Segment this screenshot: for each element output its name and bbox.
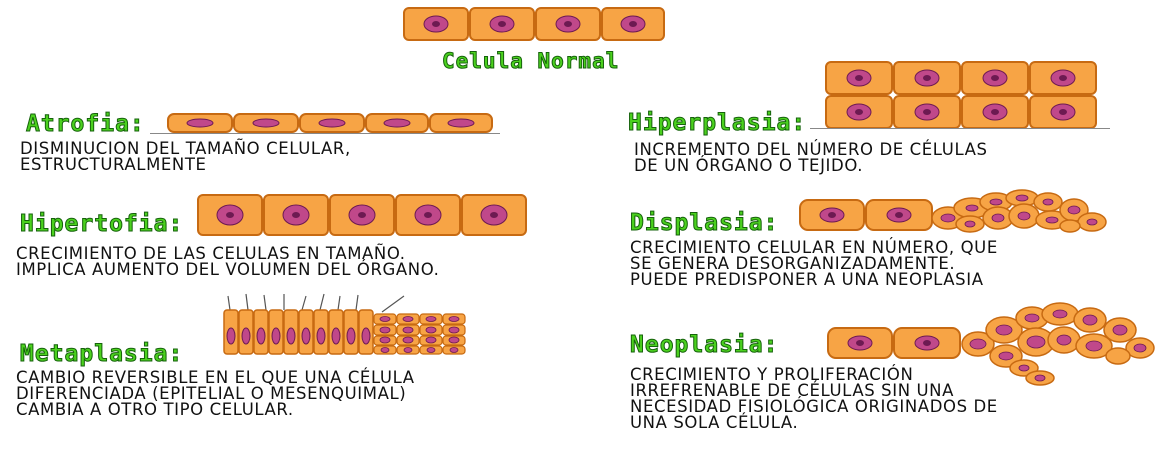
- hipertrofia-title: Hipertofia:: [20, 211, 183, 237]
- displasia-description: Crecimiento celular en número, quese gen…: [630, 240, 998, 288]
- cell: [404, 8, 468, 40]
- atrofia-illustration: [168, 113, 498, 135]
- atrofia-title: Atrofia:: [26, 111, 145, 137]
- normal-cell-illustration: [404, 8, 666, 42]
- hiperplasia-description: Incremento del número de célulasde un ór…: [634, 142, 988, 174]
- displasia-illustration: [800, 188, 1112, 234]
- metaplasia-illustration: [222, 292, 484, 362]
- neoplasia-title: Neoplasia:: [630, 332, 778, 358]
- hiperplasia-illustration: [826, 62, 1100, 130]
- cell: [536, 8, 600, 40]
- neoplasia-description: crecimiento y proliferaciónirrefrenable …: [630, 367, 998, 431]
- displasia-title: Displasia:: [630, 210, 778, 236]
- hipertrofia-illustration: [198, 195, 534, 237]
- cell: [602, 8, 664, 40]
- hipertrofia-description: Crecimiento de las celulas en tamaño.Imp…: [16, 246, 440, 278]
- hiperplasia-title: Hiperplasia:: [628, 110, 806, 136]
- metaplasia-description: cambio reversible en el que una céluladi…: [16, 370, 415, 418]
- cell: [470, 8, 534, 40]
- atrofia-description: Disminucion del tamaño celular,estructur…: [20, 141, 351, 173]
- main-title: Celula Normal: [442, 49, 619, 73]
- metaplasia-title: Metaplasia:: [20, 341, 183, 367]
